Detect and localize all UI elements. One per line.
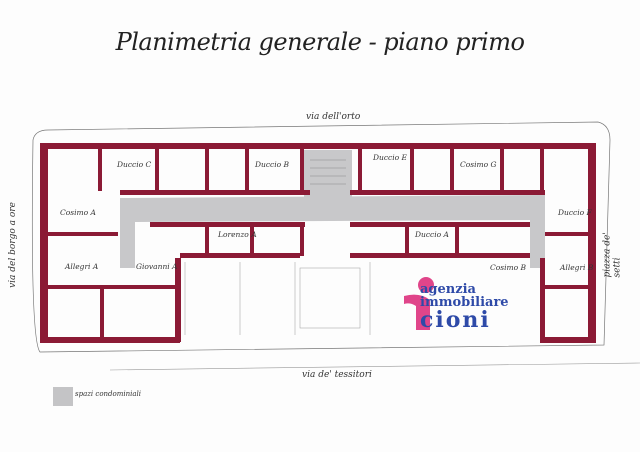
stairs <box>310 159 346 185</box>
street-bottom: via de' tessitori <box>302 370 372 380</box>
room-label: Lorenzo A <box>218 230 257 239</box>
room-label: Duccio E <box>373 153 408 162</box>
room-label: Allegri B <box>560 263 594 272</box>
page-title: Planimetria generale - piano primo <box>115 28 525 56</box>
room-label: Cosimo G <box>460 160 497 169</box>
ground-floor-outline <box>184 262 371 335</box>
street-right: piazza de' setti <box>602 232 623 278</box>
corridor <box>120 195 545 268</box>
street-line-bottom <box>109 362 640 371</box>
room-label: Allegri A <box>65 262 99 271</box>
room-label: Cosimo A <box>60 208 96 217</box>
room-label: Duccio C <box>117 160 152 169</box>
street-left: via del borgo a ore <box>7 202 18 288</box>
room-label: Cosimo B <box>490 263 527 272</box>
legend-swatch <box>53 387 73 406</box>
legend-label: spazi condominiali <box>75 390 142 398</box>
logo-line1: agenzia <box>420 282 476 297</box>
site-outline <box>31 121 611 353</box>
logo-mark <box>404 277 434 330</box>
logo-line3: cioni <box>420 307 491 333</box>
room-label: Duccio B <box>255 160 290 169</box>
walls <box>40 143 596 343</box>
room-label: Duccio F <box>558 208 592 217</box>
logo-line2: immobiliare <box>420 295 509 310</box>
room-label: Giovanni A <box>136 262 178 271</box>
stairwell <box>304 150 352 212</box>
street-top: via dell'orto <box>306 112 361 122</box>
agency-logo: agenzia immobiliare cioni <box>398 270 548 336</box>
room-label: Duccio A <box>415 230 449 239</box>
